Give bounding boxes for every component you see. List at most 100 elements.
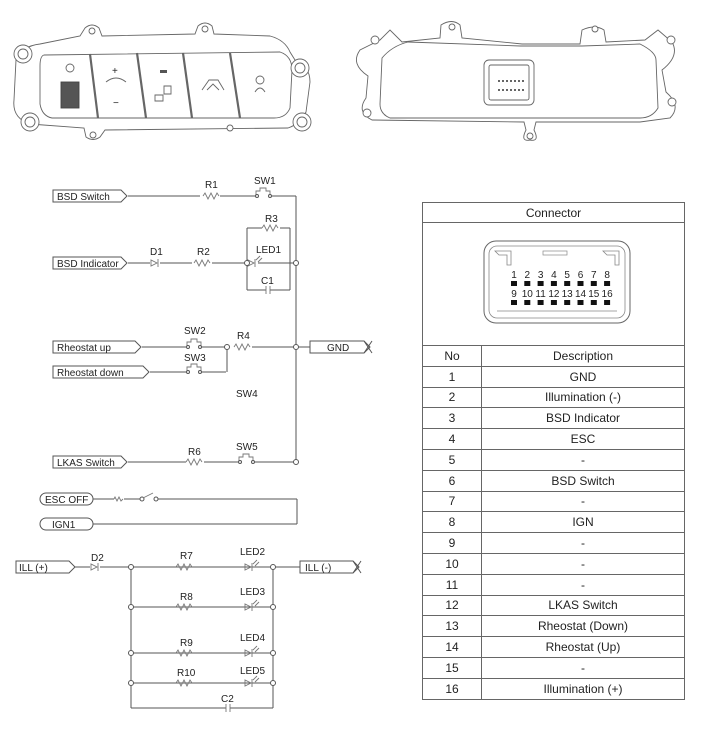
pin-description: - xyxy=(481,573,685,596)
label-c1: C1 xyxy=(261,276,274,287)
led-led4 xyxy=(244,645,260,657)
pin-label: 9 xyxy=(511,289,517,300)
tag-ign1: IGN1 xyxy=(39,517,94,531)
pin-terminal xyxy=(550,281,557,286)
svg-text:BSD Switch: BSD Switch xyxy=(57,192,110,203)
tag-lkas-switch: LKAS Switch xyxy=(52,455,128,469)
led-led1 xyxy=(247,255,263,267)
pin-number: 2 xyxy=(422,386,482,409)
pin-number: 14 xyxy=(422,636,482,658)
pin-number: 10 xyxy=(422,552,482,575)
diode-d1 xyxy=(150,259,159,267)
label-r10: R10 xyxy=(177,668,196,679)
resistors xyxy=(113,191,279,688)
pin-terminal xyxy=(590,300,597,305)
table-row: 9- xyxy=(422,532,685,554)
resistor-r6 xyxy=(185,457,203,467)
table-row: 11- xyxy=(422,573,685,596)
schematic-wires xyxy=(75,195,310,709)
pin-number: 8 xyxy=(422,511,482,534)
resistor-r9 xyxy=(175,648,193,658)
svg-text:IGN1: IGN1 xyxy=(52,520,76,531)
diodes xyxy=(90,255,263,687)
pin-description: - xyxy=(481,490,685,513)
plus-text: + xyxy=(112,66,118,77)
pin-terminal xyxy=(604,300,611,305)
pin-label: 14 xyxy=(575,289,587,300)
tag-gnd: GND xyxy=(309,340,373,354)
pin-terminal xyxy=(511,300,517,305)
pin-label: 4 xyxy=(551,270,557,281)
svg-text:GND: GND xyxy=(327,343,349,354)
pin-number: 1 xyxy=(422,365,482,388)
pin-number: 11 xyxy=(422,573,482,596)
table-row: 15- xyxy=(422,656,685,679)
pin-label: 16 xyxy=(602,289,614,300)
pin-description: GND xyxy=(481,365,685,388)
label-r2: R2 xyxy=(197,247,210,258)
pin-description: Illumination (-) xyxy=(481,386,685,409)
label-c2: C2 xyxy=(221,694,234,705)
connector-title: Connector xyxy=(422,202,685,223)
pin-description: - xyxy=(481,532,685,554)
resistor-r7 xyxy=(175,562,193,572)
pin-description: BSD Switch xyxy=(481,469,685,492)
esc-off-icon xyxy=(255,75,265,85)
label-r7: R7 xyxy=(180,551,193,562)
pin-number: 9 xyxy=(422,532,482,554)
pin-number: 16 xyxy=(422,677,482,700)
pin-label: 13 xyxy=(562,289,574,300)
minus-text: − xyxy=(113,98,119,109)
tag-bsd-switch: BSD Switch xyxy=(52,189,128,203)
pin-description: Illumination (+) xyxy=(481,677,685,700)
front-view: + − xyxy=(13,22,312,140)
pin-label: 10 xyxy=(522,289,534,300)
pin-label: 1 xyxy=(511,270,517,281)
switch-sw1 xyxy=(255,187,272,198)
resistor-r8 xyxy=(175,602,193,612)
label-led4: LED4 xyxy=(240,633,265,644)
rheostat-icon xyxy=(105,77,127,83)
resistor-r3 xyxy=(261,223,279,233)
pin-number: 3 xyxy=(422,407,482,430)
pin-label: 8 xyxy=(604,270,610,281)
pin-terminal xyxy=(511,281,517,286)
label-led5: LED5 xyxy=(240,666,265,677)
tag-bsd-indicator: BSD Indicator xyxy=(52,256,128,270)
pin-number: 7 xyxy=(422,490,482,513)
resistor-r1 xyxy=(202,191,220,201)
label-sw2: SW2 xyxy=(184,326,206,337)
label-led1: LED1 xyxy=(256,245,281,256)
pin-description: - xyxy=(481,448,685,471)
switch-esc-off xyxy=(139,492,159,502)
pin-label: 2 xyxy=(525,270,531,281)
pin-number: 15 xyxy=(422,656,482,679)
capacitor-c2 xyxy=(225,704,231,712)
pin-terminal xyxy=(604,281,611,286)
capacitors xyxy=(225,286,271,712)
pin-label: 7 xyxy=(591,270,597,281)
led-led3 xyxy=(244,599,260,611)
bsd-indicator-lamp xyxy=(160,70,167,73)
pin-terminal xyxy=(550,300,557,305)
label-r9: R9 xyxy=(180,638,193,649)
pin-description: LKAS Switch xyxy=(481,594,685,617)
tag-esc-off: ESC OFF xyxy=(39,492,94,506)
pin-description: - xyxy=(481,656,685,679)
pin-terminal xyxy=(524,300,531,305)
pin-description: Rheostat (Up) xyxy=(481,636,685,658)
label-r4: R4 xyxy=(237,331,250,342)
